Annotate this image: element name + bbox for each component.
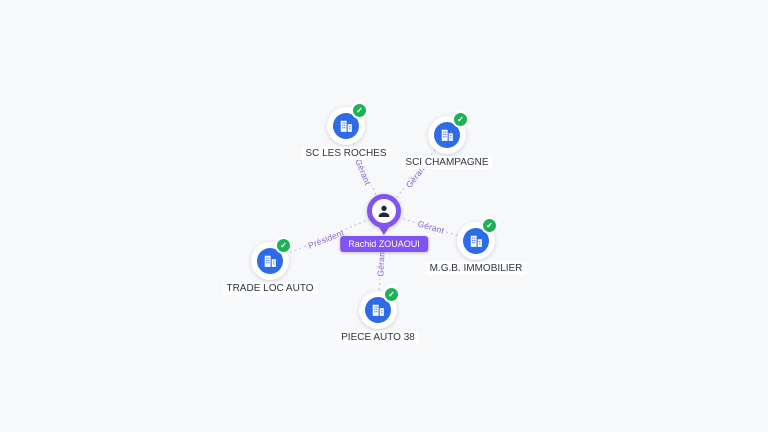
verified-check-icon: ✓ xyxy=(351,102,368,119)
verified-check-icon: ✓ xyxy=(275,237,292,254)
company-name-label[interactable]: SCI CHAMPAGNE xyxy=(401,156,493,169)
company-name-label[interactable]: M.G.B. IMMOBILIER xyxy=(425,262,527,275)
person-pin[interactable] xyxy=(367,194,401,235)
verified-check-icon: ✓ xyxy=(481,217,498,234)
company-name-label[interactable]: TRADE LOC AUTO xyxy=(222,282,318,295)
company-bubble[interactable] xyxy=(359,291,397,329)
person-name-pill[interactable]: Rachid ZOUAOUI xyxy=(340,236,428,252)
verified-check-icon: ✓ xyxy=(383,286,400,303)
verified-check-icon: ✓ xyxy=(452,111,469,128)
pin-tail xyxy=(378,226,390,235)
company-name-label[interactable]: PIECE AUTO 38 xyxy=(337,331,419,344)
building-icon xyxy=(333,113,359,139)
company-name-label[interactable]: SC LES ROCHES xyxy=(301,147,391,160)
person-icon xyxy=(367,194,401,228)
